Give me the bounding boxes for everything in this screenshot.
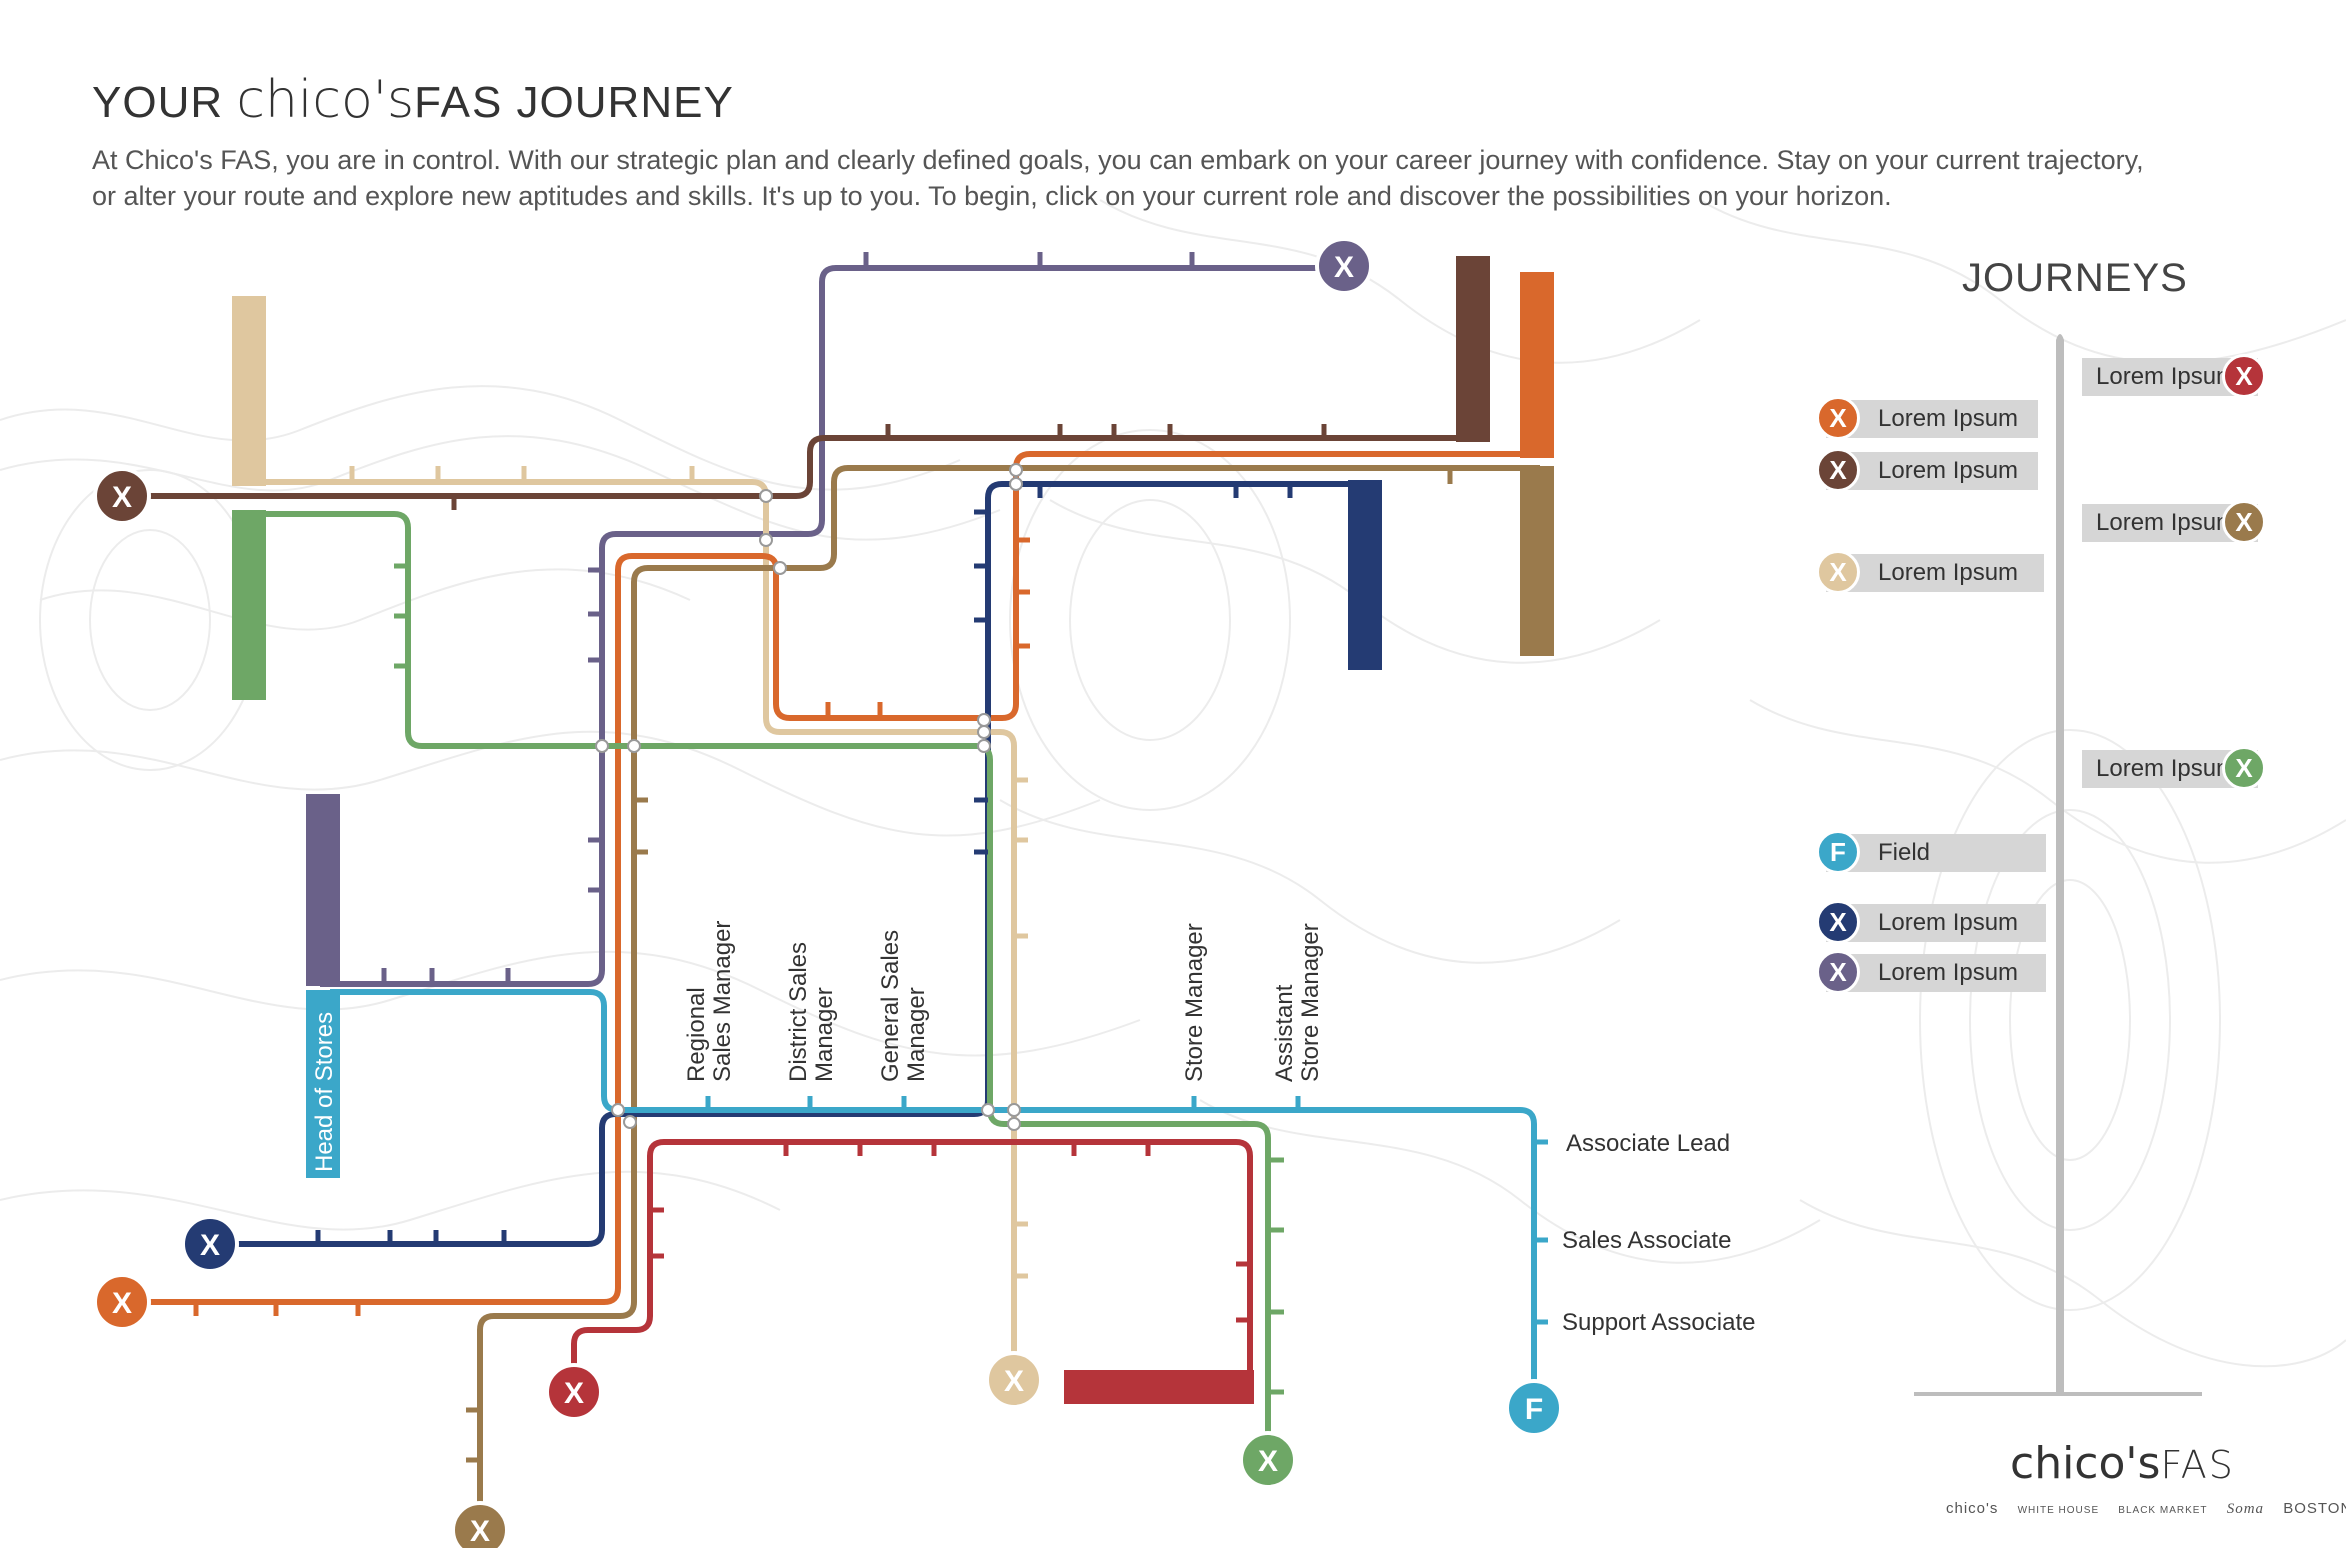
- page-header: YOUR chico'sFAS JOURNEY At Chico's FAS, …: [92, 70, 2192, 214]
- assistant-label-1: Assistant: [1271, 984, 1298, 1082]
- x-badge-icon: X: [1816, 550, 1860, 594]
- x-badge-icon: X: [2222, 354, 2266, 398]
- journey-item[interactable]: X Lorem Ipsum: [1816, 396, 2038, 440]
- district-label-1: District Sales: [785, 942, 812, 1082]
- journey-item[interactable]: F Field: [1816, 830, 2046, 874]
- station-ticks: [193, 252, 1548, 1463]
- journey-item-label: Lorem Ipsum: [2096, 363, 2237, 390]
- intro-text: At Chico's FAS, you are in control. With…: [92, 145, 2144, 211]
- brand-boston-proper: BOSTON PROPER: [2283, 1500, 2346, 1517]
- x-glyph: X: [112, 1287, 132, 1320]
- navy-line[interactable]: [210, 481, 1360, 1247]
- regional-label-1: Regional: [683, 987, 710, 1082]
- journey-item-label: Lorem Ipsum: [1878, 405, 2019, 432]
- orange-terminal-badge[interactable]: X: [93, 1273, 151, 1331]
- general-label-1: General Sales: [877, 930, 904, 1082]
- purple-line[interactable]: [320, 265, 1316, 987]
- district-label-2: Manager: [811, 987, 838, 1082]
- red-terminal-badge[interactable]: X: [545, 1363, 603, 1421]
- brand-family: chico's WHITE HOUSE BLACK MARKET Soma BO…: [1946, 1500, 2346, 1518]
- journey-item-label: Lorem Ipsum: [1878, 559, 2019, 586]
- x-badge-icon: X: [2222, 746, 2266, 790]
- chicos-fas-logo: chico'sFAS: [2010, 1438, 2235, 1489]
- x-glyph: X: [1334, 251, 1354, 284]
- journey-item[interactable]: X Lorem Ipsum: [1816, 950, 2046, 994]
- green-terminal-bar: [232, 510, 266, 700]
- x-glyph: X: [564, 1377, 584, 1410]
- tan-terminal-badge[interactable]: X: [451, 1501, 509, 1548]
- brand-soma: Soma: [2226, 1501, 2265, 1517]
- blue-line[interactable]: [330, 989, 1537, 1408]
- tan-terminal-bar: [1520, 466, 1554, 656]
- x-badge-icon: X: [1816, 950, 1860, 994]
- journey-item[interactable]: X Lorem Ipsum: [1816, 900, 2046, 944]
- title-suffix: JOURNEY: [516, 78, 734, 127]
- title-prefix: YOUR: [92, 78, 224, 127]
- red-terminal-bar: [1064, 1370, 1254, 1404]
- brand-black-market: BLACK MARKET: [2118, 1505, 2208, 1516]
- x-badge-icon: X: [1816, 900, 1860, 944]
- journey-item[interactable]: X Lorem Ipsum: [1816, 448, 2038, 492]
- orange-line[interactable]: [122, 451, 1542, 1305]
- red-line[interactable]: [571, 1139, 1253, 1390]
- navy-terminal-bar: [1348, 480, 1382, 670]
- field-terminal-badge[interactable]: F: [1505, 1379, 1563, 1437]
- brown-line[interactable]: [122, 435, 1468, 499]
- x-badge-icon: X: [2222, 500, 2266, 544]
- x-glyph: X: [470, 1515, 490, 1548]
- title-fas: FAS: [414, 78, 504, 127]
- x-glyph: X: [112, 481, 132, 514]
- x-glyph: X: [1258, 1445, 1278, 1478]
- journey-item-label: Lorem Ipsum: [1878, 457, 2019, 484]
- x-badge-icon: X: [1816, 396, 1860, 440]
- navy-terminal-badge[interactable]: X: [181, 1215, 239, 1273]
- brown-terminal-bar: [1456, 256, 1490, 442]
- page-title: YOUR chico'sFAS JOURNEY: [92, 70, 2192, 130]
- store-manager-label: Store Manager: [1181, 923, 1208, 1082]
- purple-terminal-badge[interactable]: X: [1315, 237, 1373, 295]
- brown-terminal-badge[interactable]: X: [93, 467, 151, 525]
- interchange-markers: [595, 463, 1023, 1131]
- orange-terminal-bar: [1520, 272, 1554, 458]
- x-glyph: X: [1004, 1365, 1024, 1398]
- purple-terminal-bar: [306, 794, 340, 986]
- head-of-stores-label: Head of Stores: [311, 1012, 338, 1172]
- assistant-label-2: Store Manager: [1297, 923, 1324, 1082]
- logo-fas: FAS: [2160, 1443, 2235, 1487]
- journey-item-label: Lorem Ipsum: [2096, 509, 2237, 536]
- sales-associate-label[interactable]: Sales Associate: [1562, 1227, 1731, 1254]
- general-label-2: Manager: [903, 987, 930, 1082]
- associate-lead-label[interactable]: Associate Lead: [1566, 1130, 1730, 1157]
- x-badge-icon: X: [1816, 448, 1860, 492]
- beige-terminal-bar: [232, 296, 266, 486]
- journey-item-label: Lorem Ipsum: [1878, 959, 2019, 986]
- journey-item-label: Lorem Ipsum: [2096, 755, 2237, 782]
- support-associate-label[interactable]: Support Associate: [1562, 1309, 1755, 1336]
- f-glyph: F: [1525, 1393, 1543, 1426]
- field-badge-icon: F: [1816, 830, 1860, 874]
- head-of-stores-station[interactable]: [306, 990, 340, 1178]
- regional-label-2: Sales Manager: [709, 921, 736, 1082]
- beige-line[interactable]: [246, 479, 1017, 1378]
- x-glyph: X: [200, 1229, 220, 1262]
- logo-brand: chico's: [2010, 1438, 2161, 1489]
- green-terminal-badge[interactable]: X: [1239, 1431, 1297, 1489]
- brand-white-house: WHITE HOUSE: [2017, 1505, 2100, 1516]
- title-brand: chico's: [236, 70, 415, 130]
- journeys-title: JOURNEYS: [1962, 256, 2188, 300]
- brand-chicos: chico's: [1946, 1500, 1999, 1517]
- journey-item-label: Lorem Ipsum: [1878, 909, 2019, 936]
- tan-line[interactable]: [477, 465, 1540, 1532]
- journey-item-label: Field: [1878, 839, 1931, 866]
- beige-terminal-badge[interactable]: X: [985, 1351, 1043, 1409]
- journey-item[interactable]: X Lorem Ipsum: [1816, 550, 2044, 594]
